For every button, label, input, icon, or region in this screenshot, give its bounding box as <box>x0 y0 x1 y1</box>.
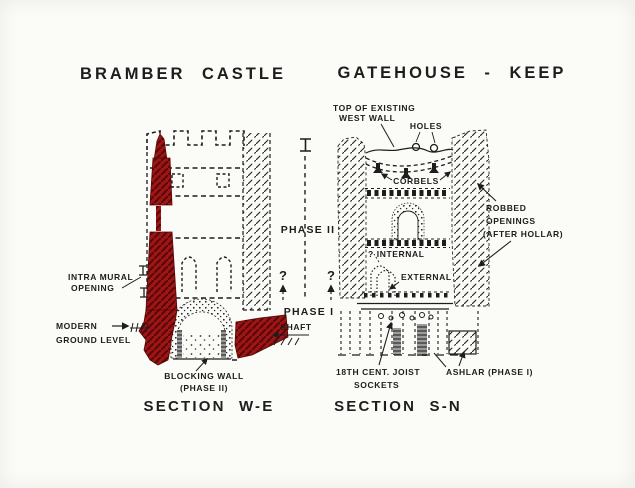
leader-holes <box>415 131 436 144</box>
label-ashlar: ASHLAR (PHASE I) <box>446 367 533 377</box>
label-joist-1: 18TH CENT. JOIST <box>336 367 420 377</box>
internal-arch-dotted <box>370 265 390 296</box>
arrow-robbed-lower <box>477 240 512 267</box>
floor-double-line <box>357 302 453 310</box>
hole-right <box>429 143 439 153</box>
label-blocking-wall-2: (PHASE II) <box>180 383 228 393</box>
label-top-wall-1: TOP OF EXISTING <box>333 103 415 113</box>
label-external: EXTERNAL <box>401 272 452 282</box>
wall-top-profile <box>365 147 454 154</box>
label-blocking-wall-1: BLOCKING WALL <box>164 371 244 381</box>
corbel-3 <box>429 163 439 173</box>
label-joist-2: SOCKETS <box>354 380 399 390</box>
label-phase-ii: PHASE II <box>281 224 336 236</box>
leader-blocking-wall <box>195 358 208 372</box>
arch-voussoirs <box>170 298 233 359</box>
window-opening <box>397 210 419 240</box>
caption-section-sn: SECTION S-N <box>334 398 462 415</box>
red-wall-mullion <box>156 206 161 231</box>
socket-strip-2 <box>417 324 427 356</box>
corbel-1 <box>373 163 383 173</box>
tall-window-right <box>216 256 232 292</box>
arrow-ashlar <box>458 350 466 367</box>
corbel-2 <box>401 168 411 178</box>
red-shaft-block <box>234 314 289 359</box>
tall-window-left <box>181 256 197 292</box>
east-wall-hatch <box>243 133 270 310</box>
label-holes: HOLES <box>410 121 442 131</box>
red-wall-group <box>138 133 289 366</box>
tick-band-lower <box>367 240 446 246</box>
leader-external <box>388 281 400 290</box>
leader-corbels-right <box>439 171 452 181</box>
upper-window-left <box>171 173 184 188</box>
leader-corbels-left <box>380 173 393 181</box>
window-voussoirs <box>391 202 425 241</box>
label-ground-1: MODERN <box>56 321 97 331</box>
red-wall-lower <box>145 231 178 311</box>
section-sn-drawing: TOP OF EXISTING WEST WALL HOLES CORBELS … <box>333 103 563 415</box>
label-robbed-2: OPENINGS <box>486 216 536 226</box>
label-corbels: CORBELS <box>393 176 439 186</box>
ground-ticks-left <box>130 322 149 333</box>
caption-section-we: SECTION W-E <box>144 398 275 415</box>
query-mark-right: ? <box>327 268 335 283</box>
label-robbed-3: (AFTER HOLLAR) <box>483 229 563 239</box>
leader-ashlar-left <box>433 352 447 368</box>
tick-band-upper-lines <box>365 188 450 199</box>
label-robbed-1: ROBBED <box>486 203 526 213</box>
hole-left <box>411 142 421 152</box>
label-intra-mural-2: OPENING <box>71 283 114 293</box>
label-top-wall-2: WEST WALL <box>339 113 395 123</box>
label-ground-2: GROUND LEVEL <box>56 335 131 345</box>
datum-marks-opening <box>139 265 148 298</box>
arrow-joist-sockets <box>378 321 393 366</box>
tick-band-lower-lines <box>365 238 450 248</box>
arch-jamb-left <box>177 330 182 358</box>
phase-datum-group: PHASE II ? ? PHASE I SHAFT <box>271 138 336 346</box>
south-pier-hatch <box>337 136 367 299</box>
label-shaft: SHAFT <box>280 322 312 332</box>
red-wall-spike <box>153 133 168 161</box>
leader-intra-mural <box>121 276 142 289</box>
tick-band-upper <box>367 190 446 196</box>
socket-circles <box>378 312 434 321</box>
socket-strip-1 <box>393 328 401 355</box>
north-pier-hatch <box>451 129 490 307</box>
east-wall-edges <box>242 133 271 311</box>
arch-jamb-right <box>221 330 226 358</box>
red-wall-upper <box>149 157 173 206</box>
upper-window-right <box>216 173 230 188</box>
floor-socket-squares <box>364 293 448 298</box>
corbel-course <box>365 155 453 173</box>
ashlar-block <box>448 330 477 355</box>
leader-top-wall <box>380 123 395 148</box>
title-left: BRAMBER CASTLE <box>80 65 286 83</box>
floor-lines <box>150 167 242 361</box>
query-mark-left: ? <box>279 268 287 283</box>
label-internal: ? INTERNAL <box>368 249 425 259</box>
section-we-drawing: INTRA MURAL OPENING MODERN GROUND LEVEL … <box>56 129 289 415</box>
leader-internal <box>373 253 380 263</box>
label-phase-i: PHASE I <box>284 306 334 318</box>
ground-ticks-shaft <box>273 337 300 346</box>
blocking-wall-fill <box>183 333 220 358</box>
red-wall-base <box>138 309 178 366</box>
datum-mark-top <box>300 138 311 152</box>
label-intra-mural-1: INTRA MURAL <box>68 272 133 282</box>
arrow-robbed-upper <box>476 183 497 202</box>
title-right: GATEHOUSE - KEEP <box>338 64 567 82</box>
